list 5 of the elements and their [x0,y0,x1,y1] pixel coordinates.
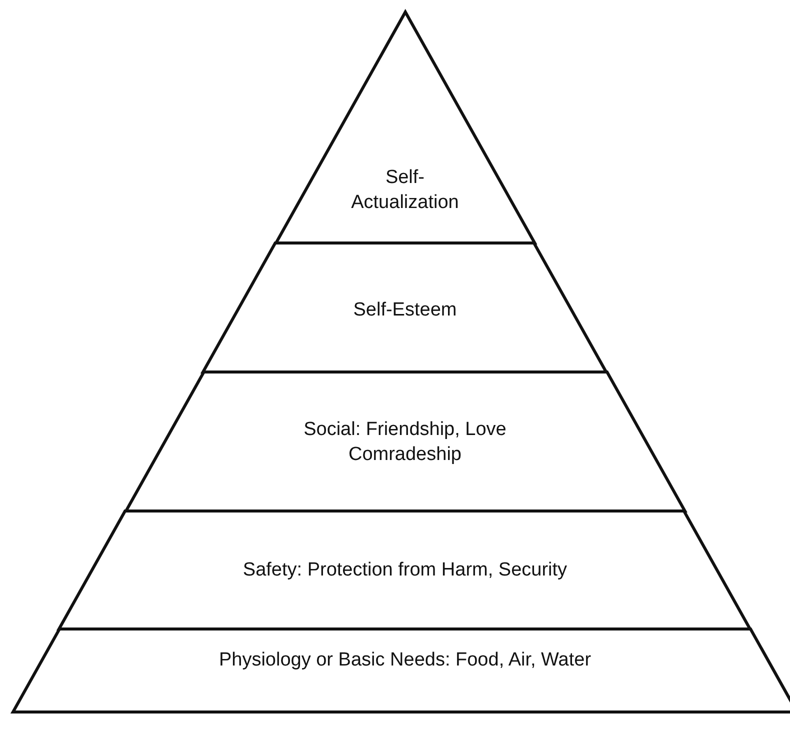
level-label: Safety: Protection from Harm, Security [242,558,568,582]
level-label: Self- Actualization [350,166,460,215]
level-label: Self-Esteem [352,298,458,322]
level-label: Physiology or Basic Needs: Food, Air, Water [218,648,592,672]
level-label: Social: Friendship, Love Comradeship [302,418,508,467]
